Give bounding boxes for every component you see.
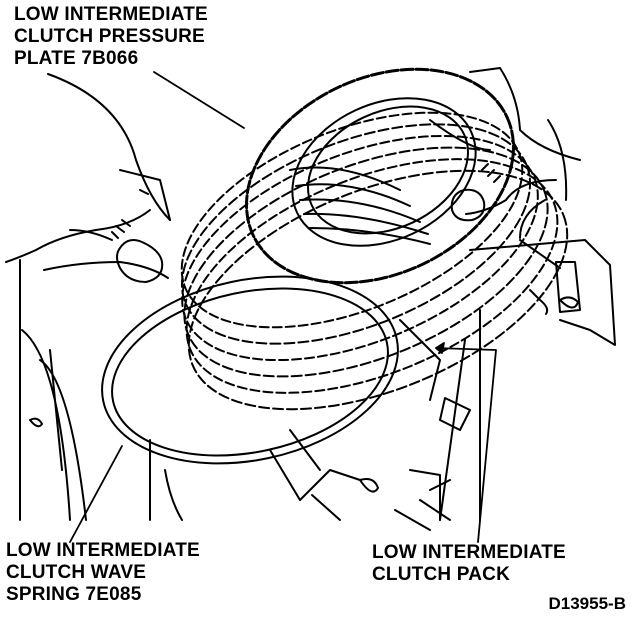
leader-wave-spring [69, 445, 123, 543]
clutch-plate-stack [180, 111, 569, 411]
label-line: LOW INTERMEDIATE [6, 540, 200, 561]
left-hand [5, 73, 171, 283]
label-line: CLUTCH WAVE [6, 562, 147, 583]
pressure-plate [245, 67, 515, 285]
label-line: PLATE 7B066 [14, 48, 139, 69]
label-line: LOW INTERMEDIATE [372, 542, 566, 563]
label-line: SPRING 7E085 [6, 584, 142, 605]
right-hand [429, 67, 581, 269]
leader-pressure-plate [153, 71, 245, 129]
label-line: CLUTCH PRESSURE [14, 26, 205, 47]
label-wave-spring: LOW INTERMEDIATE CLUTCH WAVE SPRING 7E08… [6, 540, 200, 606]
label-line: LOW INTERMEDIATE [14, 4, 208, 25]
label-pressure-plate: LOW INTERMEDIATE CLUTCH PRESSURE PLATE 7… [14, 4, 208, 70]
leader-clutch-pack [435, 347, 497, 543]
transmission-case [19, 169, 616, 531]
figure-id: D13955-B [548, 594, 627, 613]
label-line: CLUTCH PACK [372, 564, 511, 585]
wave-spring [101, 275, 399, 465]
label-clutch-pack: LOW INTERMEDIATE CLUTCH PACK [372, 542, 566, 586]
leader-lines [69, 71, 497, 543]
